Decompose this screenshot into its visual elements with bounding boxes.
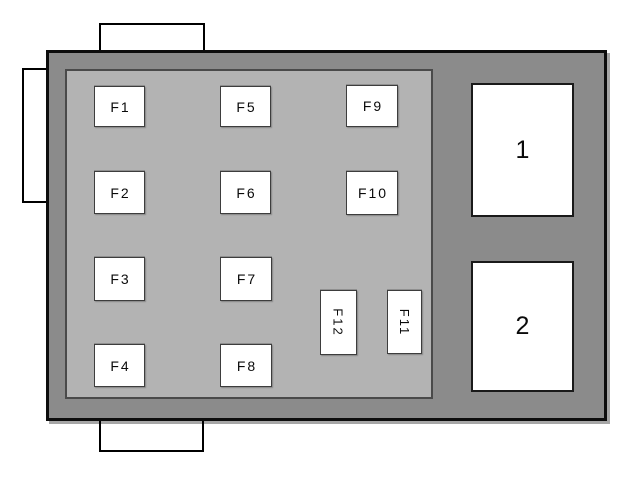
fuse-f8: F8 <box>220 344 272 387</box>
fuse-f7: F7 <box>220 257 272 301</box>
fuse-f11-label: F11 <box>397 308 412 336</box>
fuse-f1-label: F1 <box>110 98 131 115</box>
fuse-f12: F12 <box>320 290 357 355</box>
fuse-f6-label: F6 <box>236 184 257 201</box>
fuse-f8-label: F8 <box>236 357 258 374</box>
fuse-f5-label: F5 <box>236 98 257 115</box>
fuse-f6: F6 <box>220 171 271 214</box>
fuse-f4: F4 <box>94 344 145 387</box>
relay-2: 2 <box>471 261 574 392</box>
relay-1: 1 <box>471 83 574 217</box>
fuse-f7-label: F7 <box>236 271 258 287</box>
relay-1-label: 1 <box>515 135 530 164</box>
fuse-f9-label: F9 <box>362 98 384 114</box>
connector-tab-bottom <box>99 419 204 452</box>
connector-tab-top <box>99 23 205 53</box>
fuse-f10: F10 <box>346 171 398 215</box>
fuse-f1: F1 <box>94 86 145 127</box>
fuse-f2-label: F2 <box>110 184 131 201</box>
fuse-f5: F5 <box>220 86 271 127</box>
fuse-f12-label: F12 <box>331 308 346 337</box>
fuse-f2: F2 <box>94 171 145 214</box>
fuse-f9: F9 <box>346 85 398 127</box>
fuse-f3: F3 <box>94 257 145 301</box>
fuse-f3-label: F3 <box>110 271 131 287</box>
fuse-f10-label: F10 <box>357 185 389 201</box>
fuse-f4-label: F4 <box>110 357 131 374</box>
fuse-f11: F11 <box>387 290 422 354</box>
relay-2-label: 2 <box>515 312 530 340</box>
